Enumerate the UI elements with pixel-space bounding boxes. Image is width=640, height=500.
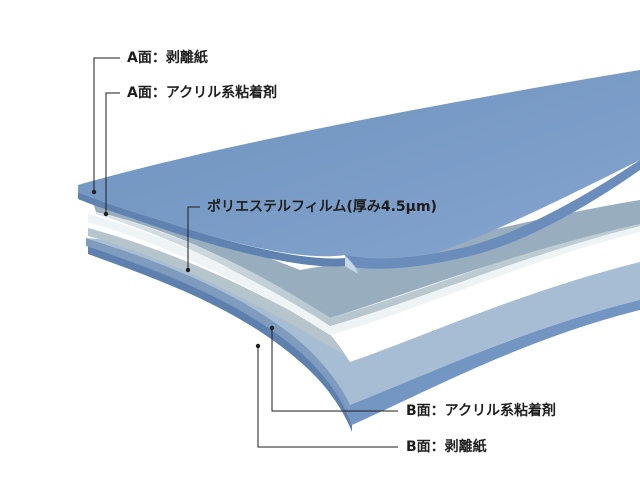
leader-dot-a-release (91, 189, 97, 195)
leader-b-release-paper (257, 348, 398, 448)
leader-polyester-film (187, 206, 200, 268)
layer-polyester-film (88, 212, 640, 355)
leader-dot-b-release (255, 343, 261, 349)
label-polyester-film: ポリエステルフィルム(厚み4.5μm) (207, 199, 437, 215)
leader-dot-b-adhesive (269, 325, 275, 331)
leader-dot-film (185, 267, 191, 273)
leader-dot-a-adhesive (103, 211, 109, 217)
label-b-acrylic-adhesive: B面：アクリル系粘着剤 (406, 403, 556, 419)
leader-a-adhesive (105, 92, 120, 212)
layer-a-release-paper (78, 70, 640, 274)
label-a-release-paper: A面：剥離紙 (127, 50, 208, 66)
leader-b-adhesive (271, 330, 398, 412)
leader-dots (91, 189, 275, 349)
leader-lines (93, 57, 398, 448)
leader-a-release-paper (93, 57, 120, 190)
label-a-acrylic-adhesive: A面：アクリル系粘着剤 (127, 85, 278, 101)
label-b-release-paper: B面：剥離紙 (406, 439, 487, 455)
